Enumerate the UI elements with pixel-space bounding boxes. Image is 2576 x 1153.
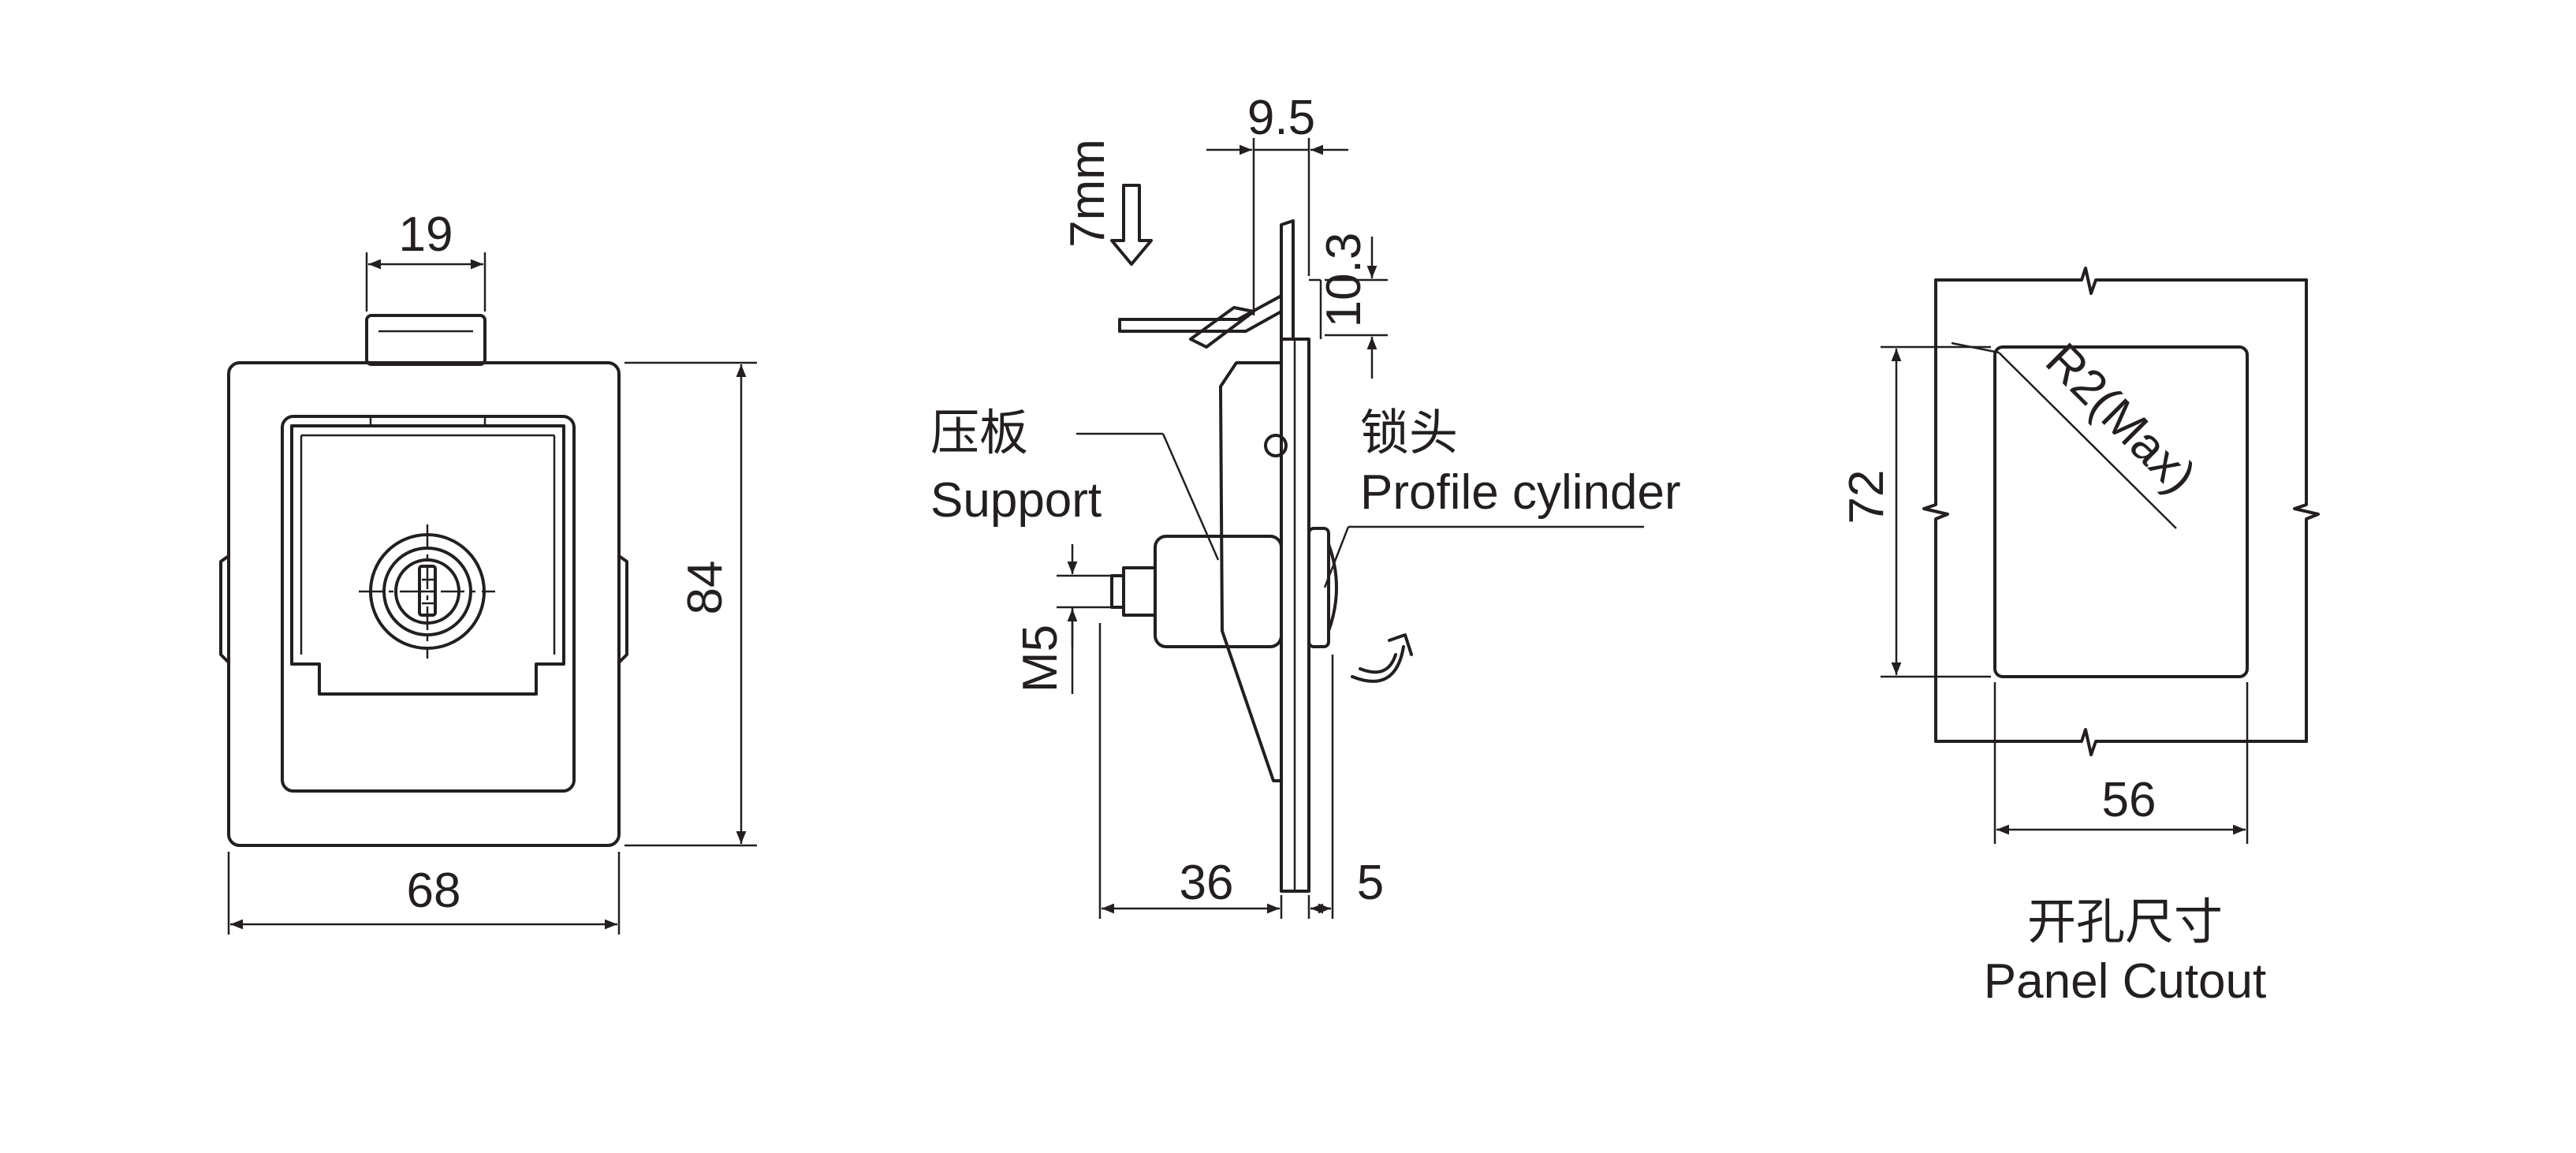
support-label-en: Support xyxy=(930,473,1102,528)
dimension-36: 36 xyxy=(1098,623,1283,919)
radius-label: R2(Max) xyxy=(2035,333,2206,504)
cutout-view: R2(Max) 72 56 开孔尺寸 Panel Cutout xyxy=(1840,267,2320,1009)
dimension-10-3: 10.3 xyxy=(1317,233,1388,379)
dimension-84: 84 xyxy=(624,361,757,847)
front-top-dimension: 19 xyxy=(399,207,453,262)
flange-dimension: 10.3 xyxy=(1317,233,1371,328)
cylinder-callout: 锁头 Profile cylinder xyxy=(1323,406,1681,588)
side-view: 7mm 9.5 10.3 M5 xyxy=(930,91,1681,919)
side-top-dimension: 9.5 xyxy=(1247,91,1315,145)
cutout-height-dimension: 72 xyxy=(1840,470,1894,524)
cutout-opening xyxy=(1993,345,2249,678)
plate-dimension: 5 xyxy=(1357,856,1384,910)
depth-dimension: 36 xyxy=(1180,856,1234,910)
side-view-body xyxy=(1110,184,1413,893)
lock-cylinder-front xyxy=(359,524,495,659)
front-width-dimension: 68 xyxy=(407,864,461,918)
front-height-dimension: 84 xyxy=(678,561,733,615)
travel-label: 7mm xyxy=(1061,139,1115,248)
support-callout: 压板 Support xyxy=(930,406,1220,561)
dimension-5: 5 xyxy=(1307,655,1384,919)
panel-outline xyxy=(1922,267,2320,756)
front-view-body xyxy=(219,314,628,847)
front-view: 19 68 84 xyxy=(219,207,757,935)
cutout-width-dimension: 56 xyxy=(2102,773,2157,827)
dimension-68: 68 xyxy=(227,852,621,935)
cutout-title-en: Panel Cutout xyxy=(1984,954,2266,1009)
cylinder-label-cn: 锁头 xyxy=(1360,406,1458,461)
support-label-cn: 压板 xyxy=(930,406,1028,461)
dimension-56: 56 xyxy=(1993,682,2249,844)
dimension-72: 72 xyxy=(1840,345,1991,678)
cutout-title-cn: 开孔尺寸 xyxy=(2027,895,2223,950)
thread-label: M5 xyxy=(1013,625,1068,692)
dimension-m5: M5 xyxy=(1013,544,1120,694)
cylinder-label-en: Profile cylinder xyxy=(1360,465,1681,520)
dimension-9-5: 9.5 xyxy=(1206,91,1348,315)
dimension-19: 19 xyxy=(365,207,486,312)
radius-callout: R2(Max) xyxy=(1951,333,2206,529)
